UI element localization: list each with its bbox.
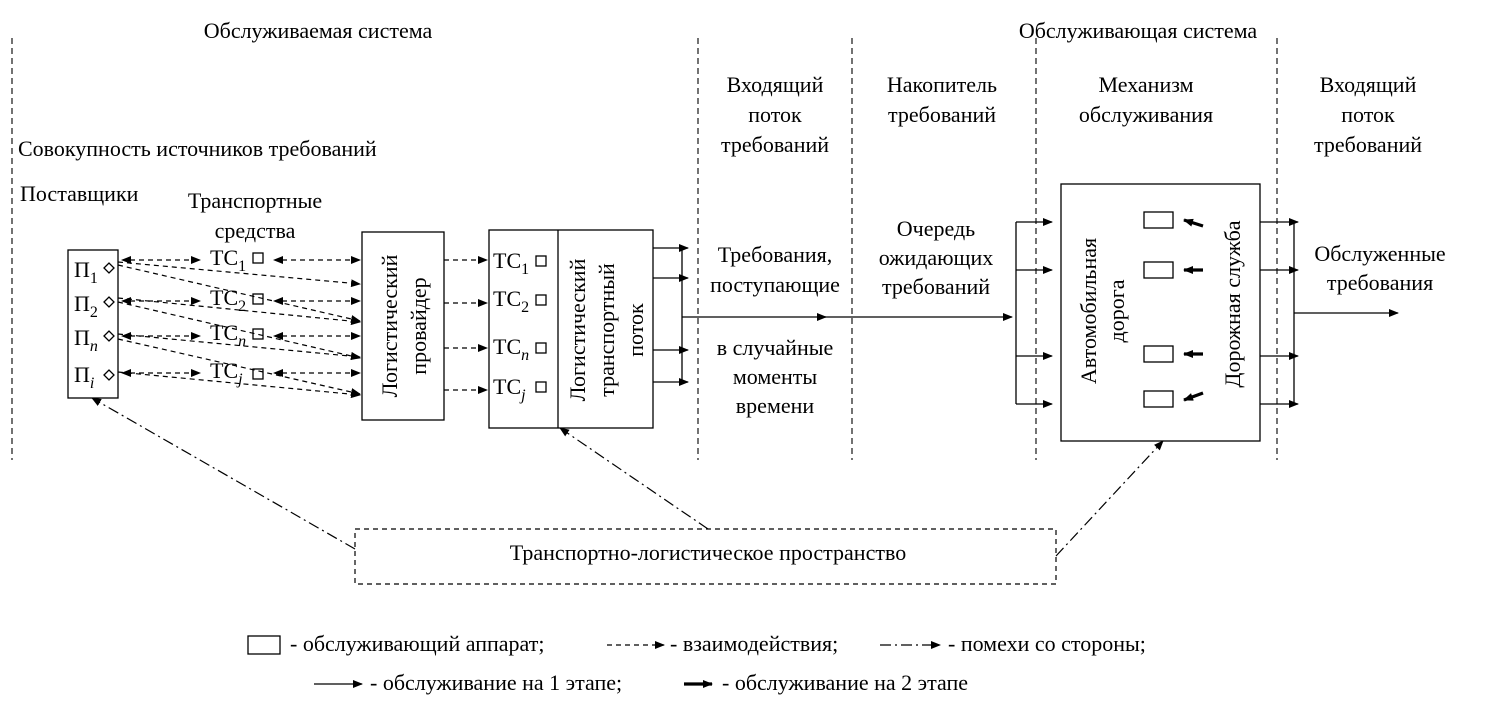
sources-title: Совокупность источников требований (18, 136, 377, 161)
square-icon (252, 293, 264, 305)
svg-text:ТСn: ТСn (493, 334, 529, 364)
requirements-text-line5: времени (736, 393, 815, 418)
serving-system-title: Обслуживающая система (1019, 18, 1258, 43)
space-interference-arrows (91, 397, 1164, 557)
transport-flow-label-line3: поток (623, 303, 648, 357)
svg-text:ТС1: ТС1 (210, 245, 246, 275)
served-system-title: Обслуживаемая система (204, 18, 433, 43)
square-icon (535, 342, 547, 354)
mechanism-heading-line2: обслуживания (1079, 102, 1213, 127)
legend-server-text: - обслуживающий аппарат; (290, 631, 544, 656)
served-text-line2: требования (1327, 270, 1433, 295)
vehicles-title-line1: Транспортные (188, 188, 322, 213)
logistics-provider-box (361, 231, 445, 421)
flow-vehicle-j: ТСj (493, 374, 547, 404)
transport-logistics-space-label: Транспортно-логистическое пространство (510, 540, 906, 565)
logistics-provider-label-line1: Логистический (377, 254, 402, 397)
svg-text:ТС1: ТС1 (493, 248, 529, 278)
diamond-icon (103, 330, 115, 342)
supplier-i: Пi (74, 362, 115, 392)
vehicles-title-line2: средства (215, 218, 296, 243)
server-channel-2 (1143, 261, 1174, 279)
storage-heading-line1: Накопитель (887, 72, 997, 97)
svg-text:П2: П2 (74, 291, 98, 321)
svg-text:ТСj: ТСj (493, 374, 526, 404)
mechanism-heading-line1: Механизм (1098, 72, 1193, 97)
requirements-text-line1: Требования, (718, 242, 833, 267)
served-text-line1: Обслуженные (1314, 241, 1445, 266)
road-label-line2: дорога (1104, 279, 1129, 342)
road-label-line1: Автомобильная (1076, 238, 1101, 384)
output-arrows (1260, 218, 1399, 408)
requirements-text-line2: поступающие (710, 272, 840, 297)
flow-vehicle-2: ТС2 (493, 286, 547, 316)
legend: - обслуживающий аппарат; - взаимодействи… (247, 631, 1146, 695)
svg-text:П1: П1 (74, 257, 98, 287)
vehicle-label-j: ТСj (210, 358, 264, 388)
output-heading-line2: поток (1341, 102, 1395, 127)
transport-flow-box (488, 229, 654, 429)
svg-text:ТС2: ТС2 (210, 285, 246, 315)
road-service-arrows (1183, 218, 1204, 402)
requirements-text-line4: моменты (733, 364, 818, 389)
flow-vehicle-n: ТСn (493, 334, 547, 364)
diamond-icon (103, 262, 115, 274)
suppliers-title: Поставщики (20, 181, 139, 206)
legend-server-icon (247, 635, 281, 655)
queue-text-line3: требований (882, 274, 990, 299)
square-icon (535, 255, 547, 267)
output-heading-line1: Входящий (1320, 72, 1417, 97)
square-icon (535, 381, 547, 393)
supplier-1: П1 (74, 257, 115, 287)
queue-distribution-arrows (1015, 218, 1053, 408)
supplier-n: Пn (74, 325, 115, 355)
server-channel-1 (1143, 211, 1174, 229)
storage-heading-line2: требований (888, 102, 996, 127)
svg-text:Пi: Пi (74, 362, 94, 392)
square-icon (535, 294, 547, 306)
vehicle-provider-interactions (273, 256, 361, 377)
legend-stage1-text: - обслуживание на 1 этапе; (370, 670, 622, 695)
flow-output-arrows (653, 244, 1013, 386)
supplier-2: П2 (74, 291, 115, 321)
requirements-text-line3: в случайные (717, 335, 834, 360)
incoming-flow-heading-line1: Входящий (727, 72, 824, 97)
square-icon (252, 328, 264, 340)
road-service-label: Дорожная служба (1220, 220, 1245, 387)
square-icon (252, 252, 264, 264)
supplier-provider-interactions (117, 261, 361, 399)
svg-text:ТС2: ТС2 (493, 286, 529, 316)
legend-interference-text: - помехи со стороны; (948, 631, 1146, 656)
square-icon (252, 368, 264, 380)
vehicle-label-2: ТС2 (210, 285, 264, 315)
incoming-flow-heading-line2: поток (748, 102, 802, 127)
logistics-provider-label-line2: провайдер (406, 277, 431, 374)
transport-flow-label-line2: транспортный (594, 263, 619, 397)
transport-flow-label-line1: Логистический (565, 258, 590, 401)
diamond-icon (103, 296, 115, 308)
service-channels (1143, 211, 1174, 408)
server-channel-4 (1143, 390, 1174, 408)
svg-text:Пn: Пn (74, 325, 98, 355)
queue-text-line2: ожидающих (879, 245, 994, 270)
queue-text-line1: Очередь (897, 216, 975, 241)
vehicle-label-1: ТС1 (210, 245, 264, 275)
output-heading-line3: требований (1314, 132, 1422, 157)
diamond-icon (103, 369, 115, 381)
incoming-flow-heading-line3: требований (721, 132, 829, 157)
legend-stage2-text: - обслуживание на 2 этапе (722, 670, 968, 695)
svg-text:ТСj: ТСj (210, 358, 243, 388)
provider-flow-interactions (444, 256, 488, 394)
flow-vehicle-1: ТС1 (493, 248, 547, 278)
legend-interaction-text: - взаимодействия; (670, 631, 838, 656)
supplier-vehicle-interactions (121, 256, 201, 377)
server-channel-3 (1143, 345, 1174, 363)
section-separators (11, 38, 1278, 460)
